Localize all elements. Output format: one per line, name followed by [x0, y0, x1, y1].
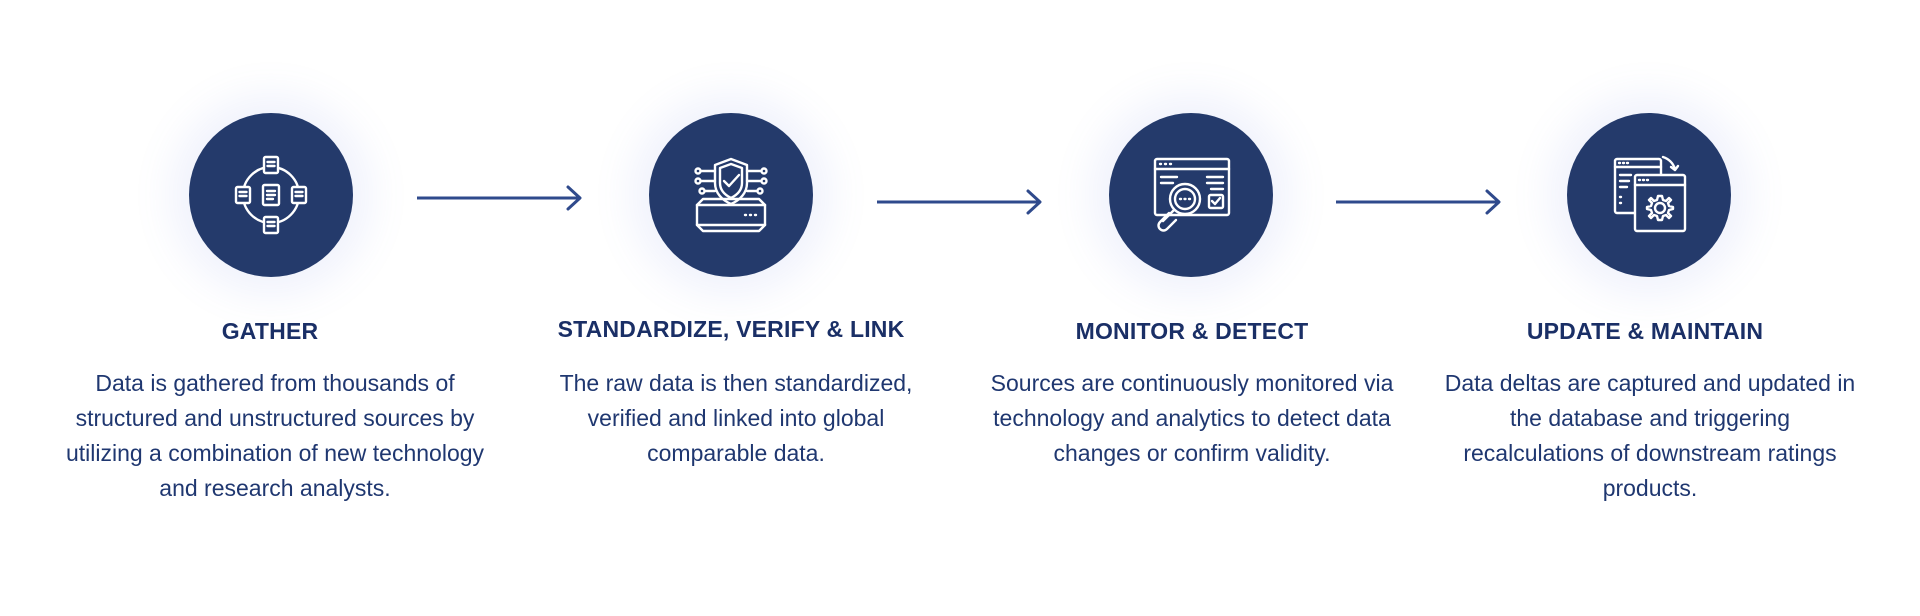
step-gather-description: Data is gathered from thousands of struc…	[65, 370, 485, 501]
step-monitor-description: Sources are continuously monitored via t…	[990, 370, 1394, 466]
window-gear-icon	[1613, 155, 1687, 233]
step-standardize-description: The raw data is then standardized, verif…	[559, 370, 913, 466]
step-monitor-title: MONITOR & DETECT	[1075, 318, 1309, 344]
step-standardize-circle	[649, 113, 813, 277]
step-update-title: UPDATE & MAINTAIN	[1526, 318, 1764, 344]
step-monitor-circle	[1109, 113, 1273, 277]
document-network-icon	[234, 155, 308, 235]
arrow-right-icon	[417, 185, 582, 211]
arrow-right-icon	[877, 189, 1042, 215]
step-gather-title: GATHER	[221, 318, 319, 344]
step-standardize-title: STANDARDIZE, VERIFY & LINK	[557, 316, 905, 342]
step-update-circle	[1567, 113, 1731, 277]
monitor-magnifier-icon	[1153, 157, 1231, 232]
step-gather-circle	[189, 113, 353, 277]
step-update-description: Data deltas are captured and updated in …	[1444, 370, 1856, 501]
arrow-right-icon	[1336, 189, 1501, 215]
shield-verify-icon	[694, 157, 768, 233]
